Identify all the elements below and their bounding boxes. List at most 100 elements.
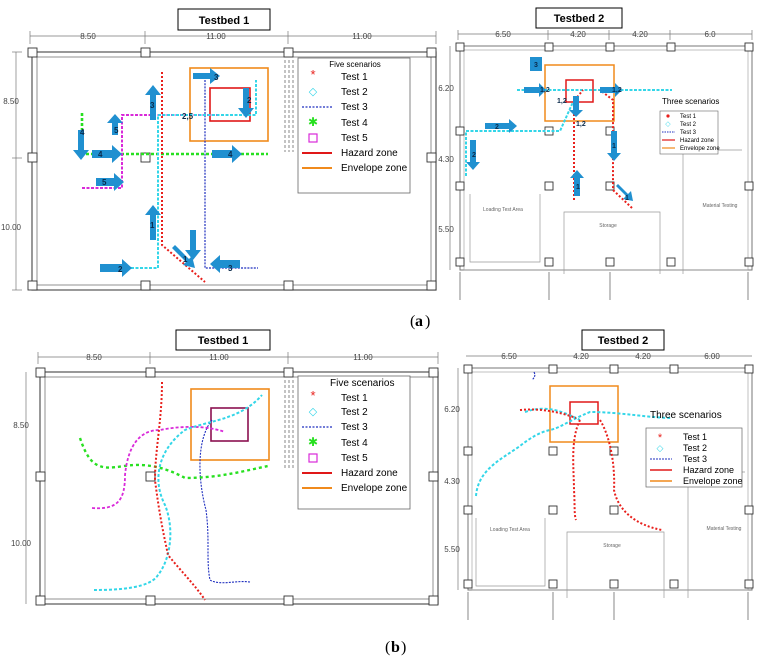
trajectory-test1 [161,72,206,283]
panel-label-a: a [415,313,423,330]
svg-text:1: 1 [183,255,188,264]
dim-b-top-3: 11.00 [353,353,373,362]
svg-text:✱: ✱ [308,435,318,449]
panel-label-b-open: ( [385,639,390,656]
svg-text:3: 3 [214,73,219,82]
svg-text:◇: ◇ [665,121,671,128]
svg-text:*: * [310,388,315,403]
svg-text:Envelope zone: Envelope zone [341,483,408,494]
svg-text:Test 5: Test 5 [341,133,368,144]
arrow-labels: 2 3 3 3 1 1 4 4 4 5 5 2,5 2 [80,73,252,274]
dim-top-2: 11.00 [206,32,226,41]
svg-text:Test 3: Test 3 [341,102,368,113]
legend-testbed-2-b: Three scenarios * Test 1 ◇ Test 2 Test 3… [645,410,743,488]
svg-text:Test 4: Test 4 [341,438,368,449]
panel-b-testbed-1: Testbed 1 8.50 11.00 11.00 8.50 10.00 Fi… [11,329,439,606]
panel-label-b-close: ) [401,639,406,656]
dim2b-top-1: 6.50 [501,352,517,361]
svg-text:2: 2 [247,96,252,105]
svg-text:Envelope zone: Envelope zone [683,476,743,486]
trajectory-test3 [204,80,258,269]
inner-wall-b [44,376,434,600]
columns-b [35,367,439,606]
room-storage: Storage [599,223,617,229]
direction-arrows [73,68,254,277]
svg-text:Test 3: Test 3 [680,130,697,136]
dim2b-top-4: 6.00 [704,352,720,361]
svg-text:1: 1 [576,184,580,191]
envelope-zone [189,67,269,142]
dim2-top-3: 4.20 [632,30,648,39]
room-loading-b: Loading Test Area [490,527,530,533]
svg-text:Test 2: Test 2 [341,407,368,418]
svg-text:Envelope zone: Envelope zone [680,146,720,152]
svg-text:✱: ✱ [308,115,318,129]
svg-text:1,2: 1,2 [540,87,550,94]
svg-text:2: 2 [495,124,499,131]
svg-text:Test 2: Test 2 [341,87,368,98]
svg-text:Test 1: Test 1 [341,393,368,404]
dim-b-top-2: 11.00 [209,353,229,362]
hazard-zone [209,87,251,122]
svg-text:Hazard zone: Hazard zone [341,148,398,159]
room-loading: Loading Test Area [483,207,523,213]
svg-text:4: 4 [80,128,85,137]
svg-text:Hazard zone: Hazard zone [683,465,734,475]
trajectories-2 [465,89,672,209]
ground-ticks-2 [459,272,749,300]
dimension-left [12,51,22,291]
svg-text:Five scenarios: Five scenarios [329,60,381,69]
corridor-lines [284,60,294,152]
svg-text:Test 1: Test 1 [341,72,368,83]
svg-text:Test 3: Test 3 [683,454,707,464]
dimension-top-b [37,352,439,364]
svg-text:2: 2 [118,265,123,274]
svg-text:1: 1 [625,195,629,202]
svg-text:1,2: 1,2 [576,121,586,128]
dim-b-top-1: 8.50 [86,353,102,362]
svg-text:1,2: 1,2 [557,98,567,105]
svg-text:Five scenarios: Five scenarios [330,378,394,389]
panel-a-testbed-1: Testbed 1 8.50 11.00 11.00 8.50 10.00 [1,8,437,291]
svg-text:Test 2: Test 2 [680,122,697,128]
svg-text:Test 5: Test 5 [341,453,368,464]
ground-ticks-2b [467,592,749,620]
dim-left-3: 10.00 [1,223,22,232]
svg-text:Three scenarios: Three scenarios [650,410,722,421]
outer-wall [31,51,437,291]
dim2b-left-3: 5.50 [444,545,460,554]
trajectories-2b [475,371,673,531]
svg-text:Test 3: Test 3 [341,422,368,433]
svg-text:3: 3 [150,101,155,110]
columns-2 [455,42,754,267]
dim2b-top-2: 4.20 [573,352,589,361]
outer-wall-2 [459,45,753,271]
panel-label-b: b [391,639,400,656]
dim2-top-1: 6.50 [495,30,511,39]
room-storage-b: Storage [603,543,621,549]
svg-text:Test 4: Test 4 [341,118,368,129]
svg-text:1: 1 [612,143,616,150]
svg-text:2,5: 2,5 [182,112,194,121]
panel-label-a-close: ) [425,313,430,330]
dimension-top [29,31,437,44]
svg-text:1,2: 1,2 [612,87,622,94]
dim2b-left-1: 6.20 [444,405,460,414]
hazard-zone-2 [565,79,594,103]
legend-testbed-2-a: Three scenarios Test 1 ◇ Test 2 Test 3 H… [659,97,720,155]
inner-wall-2 [463,49,749,271]
testbed-1-title-box [177,8,271,31]
room-material-b: Material Testing [707,526,742,532]
columns [27,47,437,291]
dim-top-1: 8.50 [80,32,96,41]
svg-text:3: 3 [534,62,538,69]
testbed-1b-title: Testbed 1 [198,335,249,347]
svg-text:Envelope zone: Envelope zone [341,163,408,174]
svg-text:Test 1: Test 1 [683,432,707,442]
svg-text:4: 4 [228,150,233,159]
svg-text:Test 1: Test 1 [680,114,697,120]
inner-wall [36,56,432,286]
trajectories-b [78,381,269,601]
dim2b-top-3: 4.20 [635,352,651,361]
